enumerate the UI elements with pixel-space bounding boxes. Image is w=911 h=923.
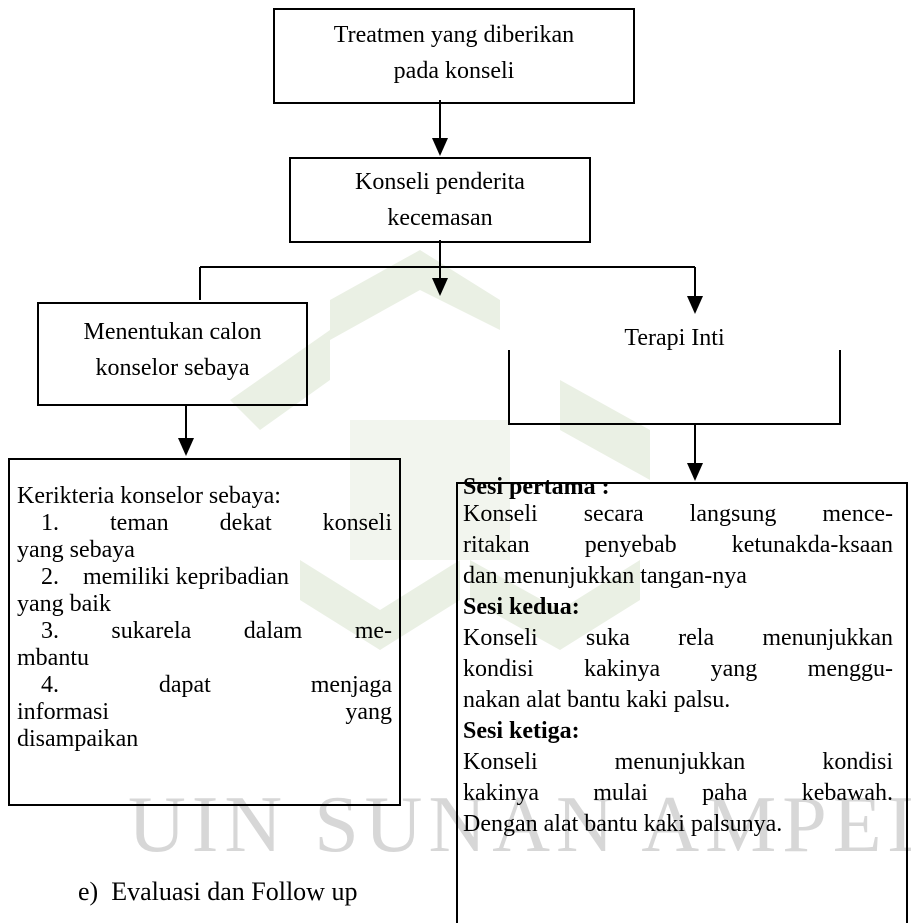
criteria-item-1-w1: teman [110,510,169,536]
node-treatment-line1: Treatmen yang diberikan [333,22,575,48]
session-2-line2: kondisi kakinya yang menggu- [463,656,893,682]
criteria-item-3-w2: dalam [243,618,303,644]
criteria-item-2: 2. memiliki kepribadian [17,564,392,591]
arrowhead-1 [432,138,448,156]
criteria-item-4-num: 4. [41,672,59,698]
criteria-item-4-w2: menjaga [310,672,392,698]
sessions-box [456,482,908,923]
node-anxiety-line1: Konseli penderita [355,169,525,195]
arrowhead-4 [178,438,194,456]
node-core-therapy-label: Terapi Inti [508,318,841,351]
criteria-item-4: 4. dapat menjaga [17,672,392,699]
criteria-item-1-w2: dekat [219,510,272,536]
session-1-line3: dan menunjukkan tangan-nya [463,563,747,589]
criteria-box [8,458,401,806]
session-3-line2: kakinya mulai paha kebawah. [463,780,893,806]
node-anxiety: Konseli penderita kecemasan [289,157,591,243]
criteria-item-3-w3: me- [354,618,392,644]
criteria-item-3-num: 3. [41,618,59,644]
session-1-title: Sesi pertama : [463,474,610,500]
criteria-item-4-cont1: informasi yang [17,699,392,726]
criteria-item-4-cont2: disampaikan [17,726,139,752]
criteria-item-3-cont: mbantu [17,645,89,671]
watermark-text: UIN SUNAN AMPEL [128,781,911,869]
criteria-item-1-cont: yang sebaya [17,537,135,563]
session-1-line1: Konseli secara langsung mence- [463,501,893,527]
node-peer-counselor: Menentukan calon konselor sebaya [37,302,308,406]
session-3-title: Sesi ketiga: [463,718,580,744]
node-treatment: Treatmen yang diberikan pada konseli [273,8,635,104]
criteria-item-4-cont1-w1: informasi [17,699,109,725]
arrowhead-3 [687,296,703,314]
session-2-line3: nakan alat bantu kaki palsu. [463,687,731,713]
criteria-content: Kerikteria konselor sebaya: 1. teman dek… [17,483,392,753]
criteria-title: Kerikteria konselor sebaya: [17,483,281,509]
session-2-line1: Konseli suka rela menunjukkan [463,625,893,651]
criteria-item-3-w1: sukarela [111,618,192,644]
criteria-item-2-cont: yang baik [17,591,111,617]
arrowhead-5 [687,463,703,481]
node-peer-line1: Menentukan calon [83,319,262,345]
node-peer-line2: konselor sebaya [95,355,250,381]
session-3-line3: Dengan alat bantu kaki palsunya. [463,811,783,837]
criteria-item-4-w1: dapat [158,672,211,698]
arrowhead-2 [432,278,448,296]
section-heading-evaluation: e) Evaluasi dan Follow up [78,877,358,906]
node-anxiety-line2: kecemasan [387,205,493,231]
criteria-item-1: 1. teman dekat konseli [17,510,392,537]
criteria-item-2-text: memiliki kepribadian [83,564,289,590]
criteria-item-1-w3: konseli [322,510,392,536]
session-1-line2: ritakan penyebab ketunakda-ksaan [463,532,893,558]
sessions-content: Sesi pertama : Konseli secara langsung m… [463,475,893,840]
session-3-line1: Konseli menunjukkan kondisi [463,749,893,775]
criteria-item-2-num: 2. [41,564,59,590]
node-treatment-line2: pada konseli [393,58,515,84]
criteria-item-1-num: 1. [41,510,59,536]
session-2-title: Sesi kedua: [463,594,580,620]
criteria-item-4-cont1-w2: yang [345,699,392,725]
criteria-item-3: 3. sukarela dalam me- [17,618,392,645]
